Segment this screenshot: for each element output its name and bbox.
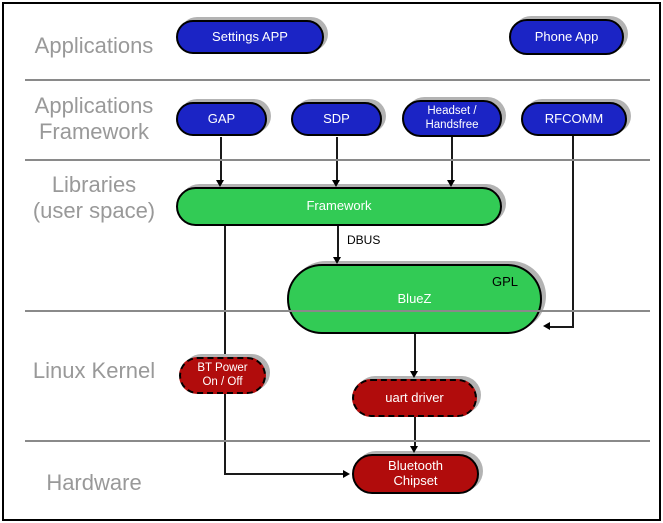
layer-divider-2 xyxy=(25,159,650,161)
node-gap: GAP xyxy=(176,102,267,136)
edge-uart-to-chipset-arrowhead xyxy=(410,446,418,453)
dbus-edge-label: DBUS xyxy=(347,233,381,247)
layer-label-text: Applications xyxy=(34,33,154,58)
edge-rfcomm-to-bluez-hline xyxy=(550,326,574,328)
node-label: BlueZ xyxy=(397,290,432,306)
layer-divider-4 xyxy=(25,440,650,442)
node-label: SDP xyxy=(323,110,350,126)
node-label-line1: Headset / xyxy=(427,105,477,118)
layer-label-line1: Libraries xyxy=(51,172,137,197)
edge-rfcomm-to-bluez-arrowhead xyxy=(543,322,550,330)
node-uart-driver: uart driver xyxy=(352,379,477,417)
node-sdp: SDP xyxy=(291,102,382,136)
node-headset-handsfree: Headset / Handsfree xyxy=(402,100,502,137)
node-bluetooth-chipset: Bluetooth Chipset xyxy=(352,454,479,494)
edge-framework-to-chipset-arrowhead xyxy=(343,470,350,478)
layer-label-applications: Applications xyxy=(12,33,176,59)
node-bt-power: BT Power On / Off xyxy=(179,357,266,394)
node-label: Phone App xyxy=(534,28,599,44)
layer-divider-1 xyxy=(25,79,650,81)
layer-label-line2: Framework xyxy=(38,118,149,144)
node-label-line1: Bluetooth xyxy=(388,458,443,474)
edge-headset-to-framework-arrowhead xyxy=(447,180,455,187)
edge-bluez-to-uart-line xyxy=(414,334,416,372)
edge-gap-to-framework-arrowhead xyxy=(216,180,224,187)
layer-label-linux-kernel: Linux Kernel xyxy=(12,358,176,384)
edge-uart-to-chipset-line xyxy=(414,417,416,447)
node-label: Settings APP xyxy=(212,28,288,44)
node-label-line1: BT Power xyxy=(197,362,248,375)
layer-divider-3 xyxy=(25,310,650,312)
layer-label-applications-framework: Applications Framework xyxy=(12,93,176,145)
layer-label-hardware: Hardware xyxy=(12,470,176,496)
node-rfcomm: RFCOMM xyxy=(521,102,627,136)
node-label: uart driver xyxy=(385,389,444,405)
layer-label-line1: Applications xyxy=(34,93,154,118)
node-label-line2: On / Off xyxy=(202,375,243,388)
node-framework: Framework xyxy=(176,187,502,226)
node-label: Framework xyxy=(306,198,372,214)
node-label-line2: Handsfree xyxy=(425,118,479,131)
layer-label-libraries: Libraries (user space) xyxy=(12,172,176,224)
layer-label-text: Hardware xyxy=(46,470,142,495)
node-bluez: BlueZ GPL xyxy=(287,264,542,334)
node-phone-app: Phone App xyxy=(509,19,624,55)
node-label: RFCOMM xyxy=(544,110,604,126)
layer-label-text: Linux Kernel xyxy=(32,358,156,383)
edge-framework-to-bluez-line xyxy=(337,226,339,258)
node-label: GAP xyxy=(207,110,236,126)
layer-label-line2: (user space) xyxy=(32,197,156,223)
edge-rfcomm-to-bluez-vline xyxy=(572,136,574,327)
edge-framework-to-chipset-vline xyxy=(224,226,226,474)
node-settings-app: Settings APP xyxy=(176,20,324,54)
edge-framework-to-chipset-hline xyxy=(224,473,343,475)
edge-sdp-to-framework-arrowhead xyxy=(332,180,340,187)
gpl-badge: GPL xyxy=(491,274,518,289)
edge-framework-to-bluez-arrowhead xyxy=(333,257,341,264)
node-label-line2: Chipset xyxy=(393,473,438,488)
edge-bluez-to-uart-arrowhead xyxy=(410,371,418,378)
